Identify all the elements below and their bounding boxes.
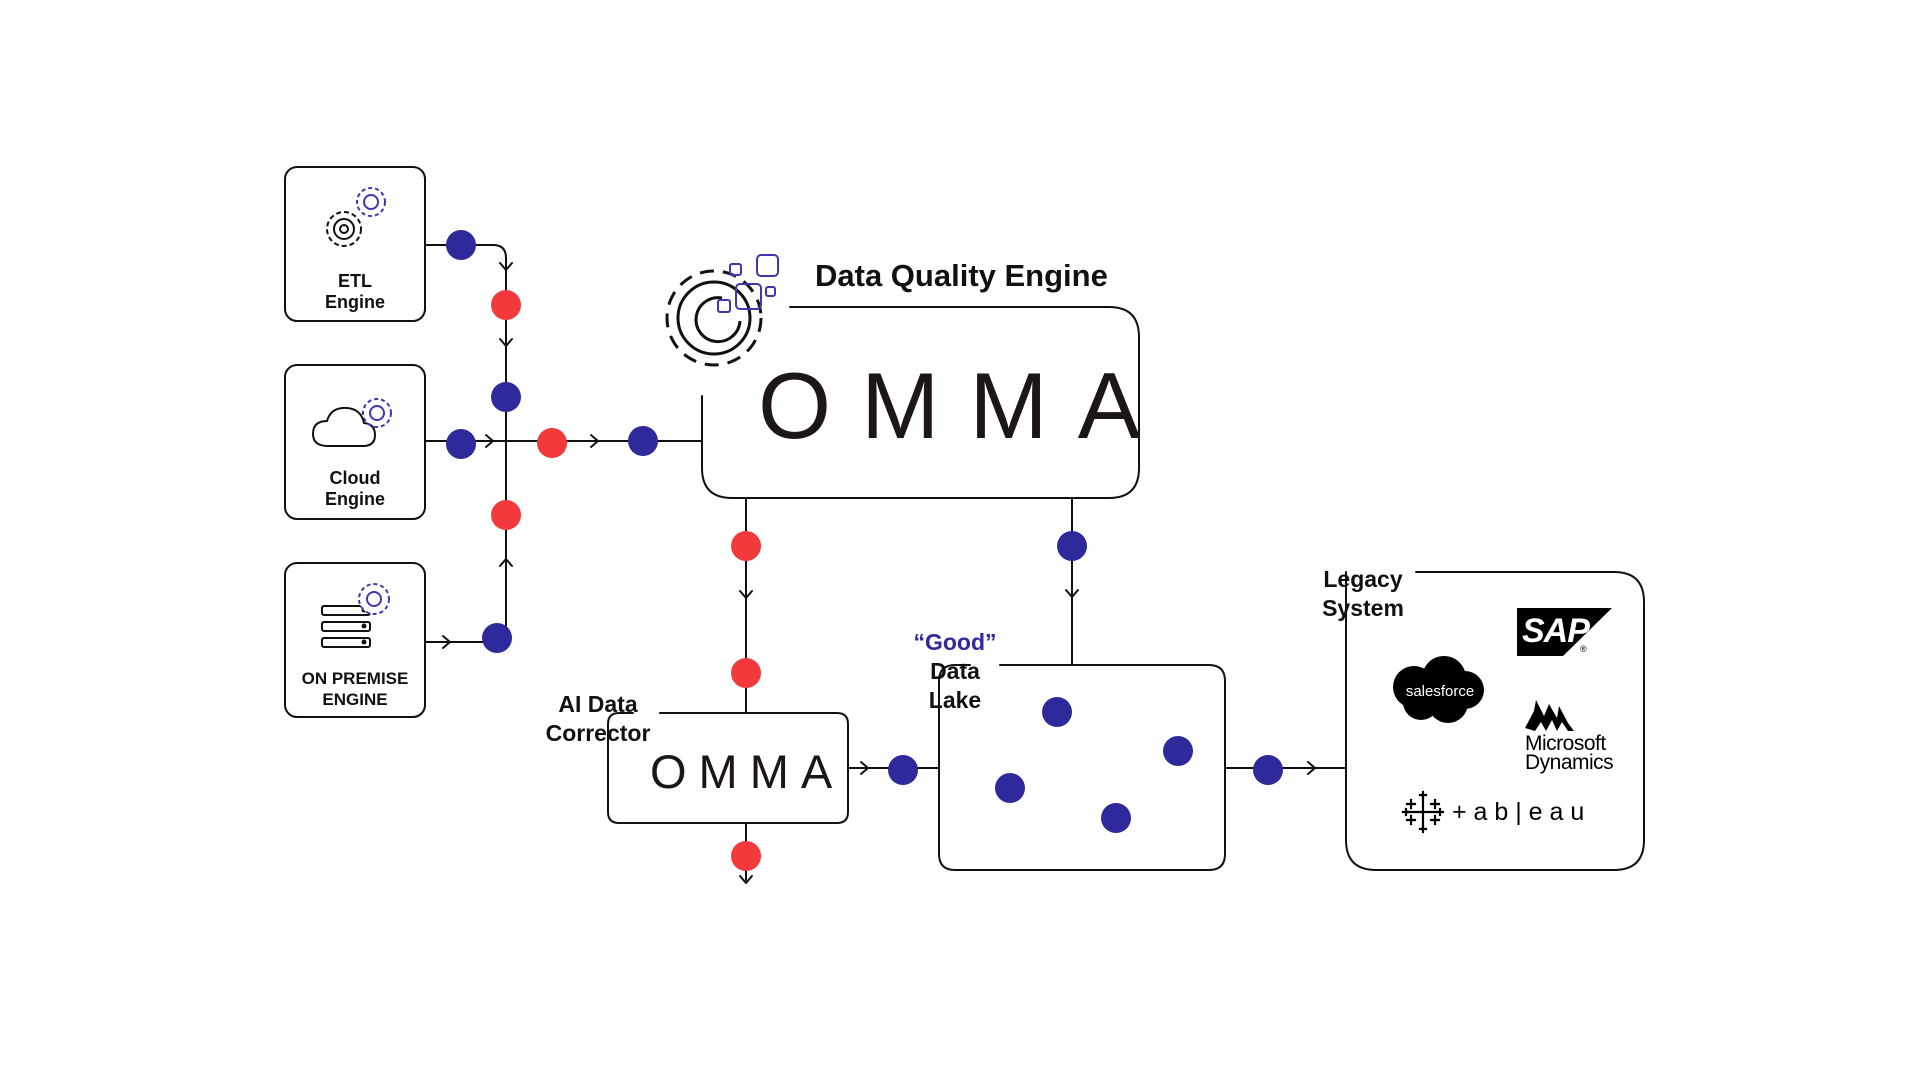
etl-engine-label-line2: Engine xyxy=(324,292,385,312)
good-quote-label: “Good” xyxy=(913,629,997,655)
microsoft-dynamics-logo-text: Microsoft Dynamics xyxy=(1525,732,1614,774)
arrow-down-corrector xyxy=(739,590,753,599)
ai-data-corrector-label-line1: AI Data xyxy=(558,691,638,717)
cloud-engine-label: Cloud Engine xyxy=(285,468,425,510)
omma-logo-corrector: OMMA xyxy=(650,745,845,798)
arrow-right-onprem xyxy=(442,635,451,649)
good-data-lake-box xyxy=(938,664,1226,871)
data-lake-label-line1: Data xyxy=(930,658,980,684)
gear-data-icon xyxy=(665,254,779,367)
arrow-down-lake xyxy=(1065,589,1079,598)
on-premise-engine-label: ON PREMISE ENGINE xyxy=(285,668,425,710)
red-data-dot xyxy=(491,290,521,320)
red-data-dot xyxy=(537,428,567,458)
dynamics-label: Dynamics xyxy=(1525,751,1614,774)
red-data-dot xyxy=(731,658,761,688)
blue-data-dot xyxy=(628,426,658,456)
red-data-dot xyxy=(731,841,761,871)
arrow-down-etl-1 xyxy=(499,262,513,271)
arrow-right-cloud-1 xyxy=(485,434,494,448)
salesforce-logo xyxy=(1393,656,1484,723)
etl-engine-label: ETL Engine xyxy=(285,271,425,313)
legacy-system-box xyxy=(1345,571,1645,871)
ai-data-corrector-box xyxy=(607,712,849,824)
gears-icon xyxy=(326,187,386,247)
lake-data-dot xyxy=(1042,697,1072,727)
good-data-lake-label: “Good” Data Lake xyxy=(895,628,1015,715)
on-premise-engine-label-line2: ENGINE xyxy=(322,690,388,709)
etl-connector-line xyxy=(424,244,507,646)
legacy-system-label-line2: System xyxy=(1322,595,1404,621)
server-gear-icon xyxy=(321,583,390,648)
blue-data-dot xyxy=(888,755,918,785)
ai-data-corrector-label-line2: Corrector xyxy=(545,720,651,746)
sap-registered-mark: ® xyxy=(1580,644,1587,654)
on-premise-engine-box xyxy=(284,562,426,718)
blue-data-dot xyxy=(1057,531,1087,561)
etl-engine-label-line1: ETL xyxy=(338,271,372,291)
microsoft-dynamics-logo xyxy=(1525,700,1574,731)
microsoft-label: Microsoft xyxy=(1525,732,1606,755)
arrow-up-onprem xyxy=(499,558,513,567)
onprem-connector-line xyxy=(424,440,507,643)
ai-data-corrector-label: AI Data Corrector xyxy=(530,690,666,748)
lake-data-dot xyxy=(1163,736,1193,766)
blue-data-dot xyxy=(446,429,476,459)
arrow-down-etl-2 xyxy=(499,338,513,347)
data-quality-engine-box xyxy=(701,306,1140,499)
cloud-gear-icon xyxy=(311,398,392,447)
blue-data-dot xyxy=(446,230,476,260)
cloud-engine-label-line1: Cloud xyxy=(329,468,381,488)
red-data-dot xyxy=(731,531,761,561)
lake-data-dot xyxy=(1101,803,1131,833)
sap-logo xyxy=(1517,608,1612,656)
arrow-right-to-legacy xyxy=(1307,761,1316,775)
sap-logo-text: SAP xyxy=(1522,612,1590,650)
legacy-system-label: Legacy System xyxy=(1308,565,1418,623)
salesforce-logo-text: salesforce xyxy=(1405,683,1475,700)
cloud-engine-label-line2: Engine xyxy=(324,489,385,509)
arrow-right-cloud-2 xyxy=(590,434,599,448)
arrow-right-to-lake xyxy=(860,761,869,775)
blue-data-dot xyxy=(491,382,521,412)
blue-data-dot xyxy=(482,623,512,653)
tableau-logo-text: + a b | e a u xyxy=(1452,798,1585,826)
legacy-system-label-line1: Legacy xyxy=(1323,566,1403,592)
tableau-mark-icon xyxy=(1401,790,1445,834)
data-lake-label-line2: Lake xyxy=(928,687,982,713)
omma-logo-main: OMMA xyxy=(758,353,1171,458)
red-data-dot xyxy=(491,500,521,530)
lake-data-dot xyxy=(995,773,1025,803)
on-premise-engine-label-line1: ON PREMISE xyxy=(301,669,409,688)
data-quality-engine-title: Data Quality Engine xyxy=(815,258,1108,293)
arrow-down-output xyxy=(739,875,753,884)
blue-data-dot xyxy=(1253,755,1283,785)
